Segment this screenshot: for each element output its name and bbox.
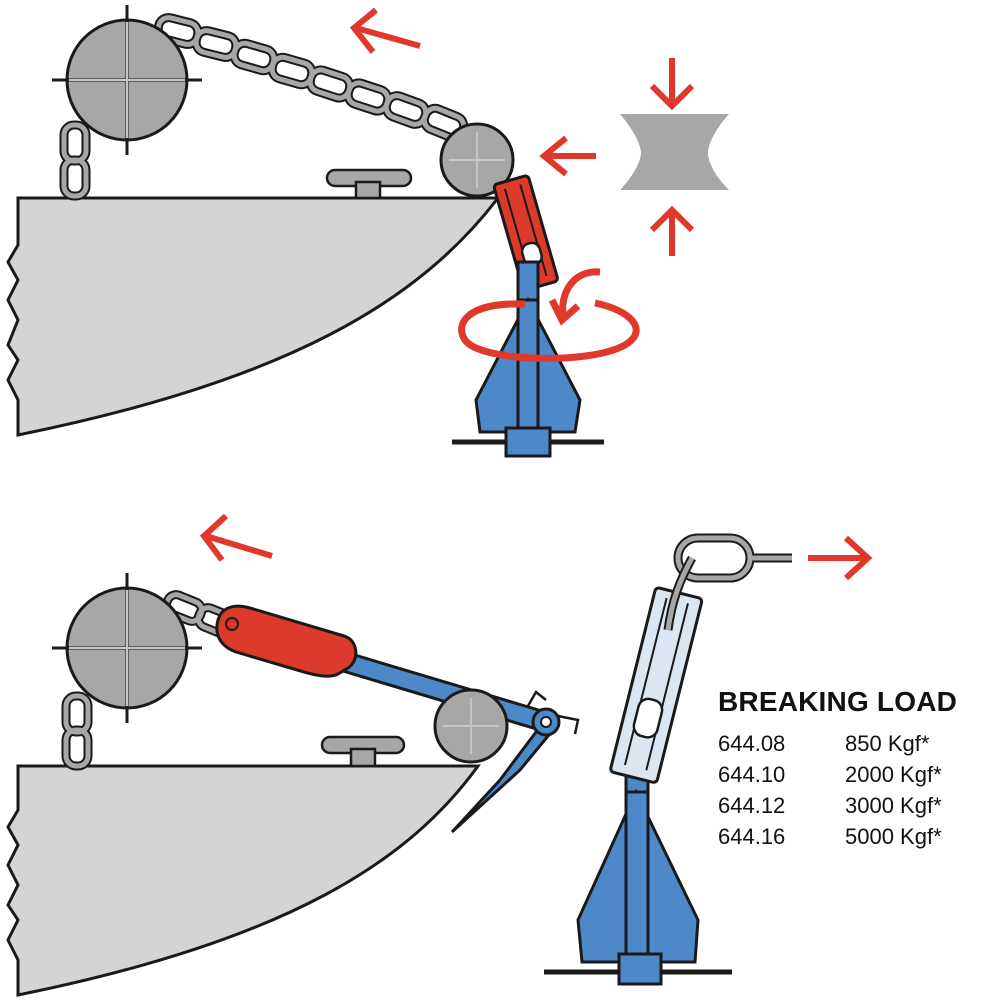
swivel-icon [609, 586, 704, 784]
load-code: 644.10 [718, 762, 786, 787]
load-row: 644.10 2000 Kgf* [718, 759, 988, 790]
load-row: 644.08 850 Kgf* [718, 728, 988, 759]
bow-roller-icon [433, 688, 509, 764]
breaking-load-panel: BREAKING LOAD 644.08 850 Kgf* 644.10 200… [718, 686, 988, 852]
direction-arrow-icon [808, 535, 873, 581]
bollard-icon [325, 168, 413, 200]
load-row: 644.16 5000 Kgf* [718, 821, 988, 852]
roller-profile-icon [620, 114, 729, 190]
load-code: 644.16 [718, 824, 786, 849]
load-code: 644.08 [718, 731, 786, 756]
load-value: 2000 Kgf* [845, 762, 942, 787]
swivel-icon [215, 604, 358, 678]
rotation-arrow-icon [458, 268, 640, 362]
anchor-icon [450, 690, 580, 834]
top-scene [6, 5, 729, 458]
direction-arrow-icon [349, 7, 421, 54]
bow-roller-icon [439, 122, 515, 198]
direction-arrow-icon [199, 513, 273, 562]
swivel-icon [492, 174, 559, 292]
direction-arrow-icon [539, 135, 596, 177]
load-row: 644.12 3000 Kgf* [718, 790, 988, 821]
anchor-detail [544, 718, 732, 986]
load-value: 5000 Kgf* [845, 824, 942, 849]
load-code: 644.12 [718, 793, 786, 818]
breaking-load-title: BREAKING LOAD [718, 686, 958, 717]
winch-drum-icon [52, 573, 202, 723]
boat-hull-top [6, 196, 502, 437]
boat-hull-bottom [6, 764, 481, 997]
load-value: 3000 Kgf* [845, 793, 942, 818]
anchor-icon [452, 260, 604, 458]
direction-arrow-icon [649, 58, 695, 256]
load-value: 850 Kgf* [845, 731, 930, 756]
bottom-scene [6, 513, 873, 997]
winch-drum-icon [52, 5, 202, 155]
bollard-icon [320, 735, 406, 768]
